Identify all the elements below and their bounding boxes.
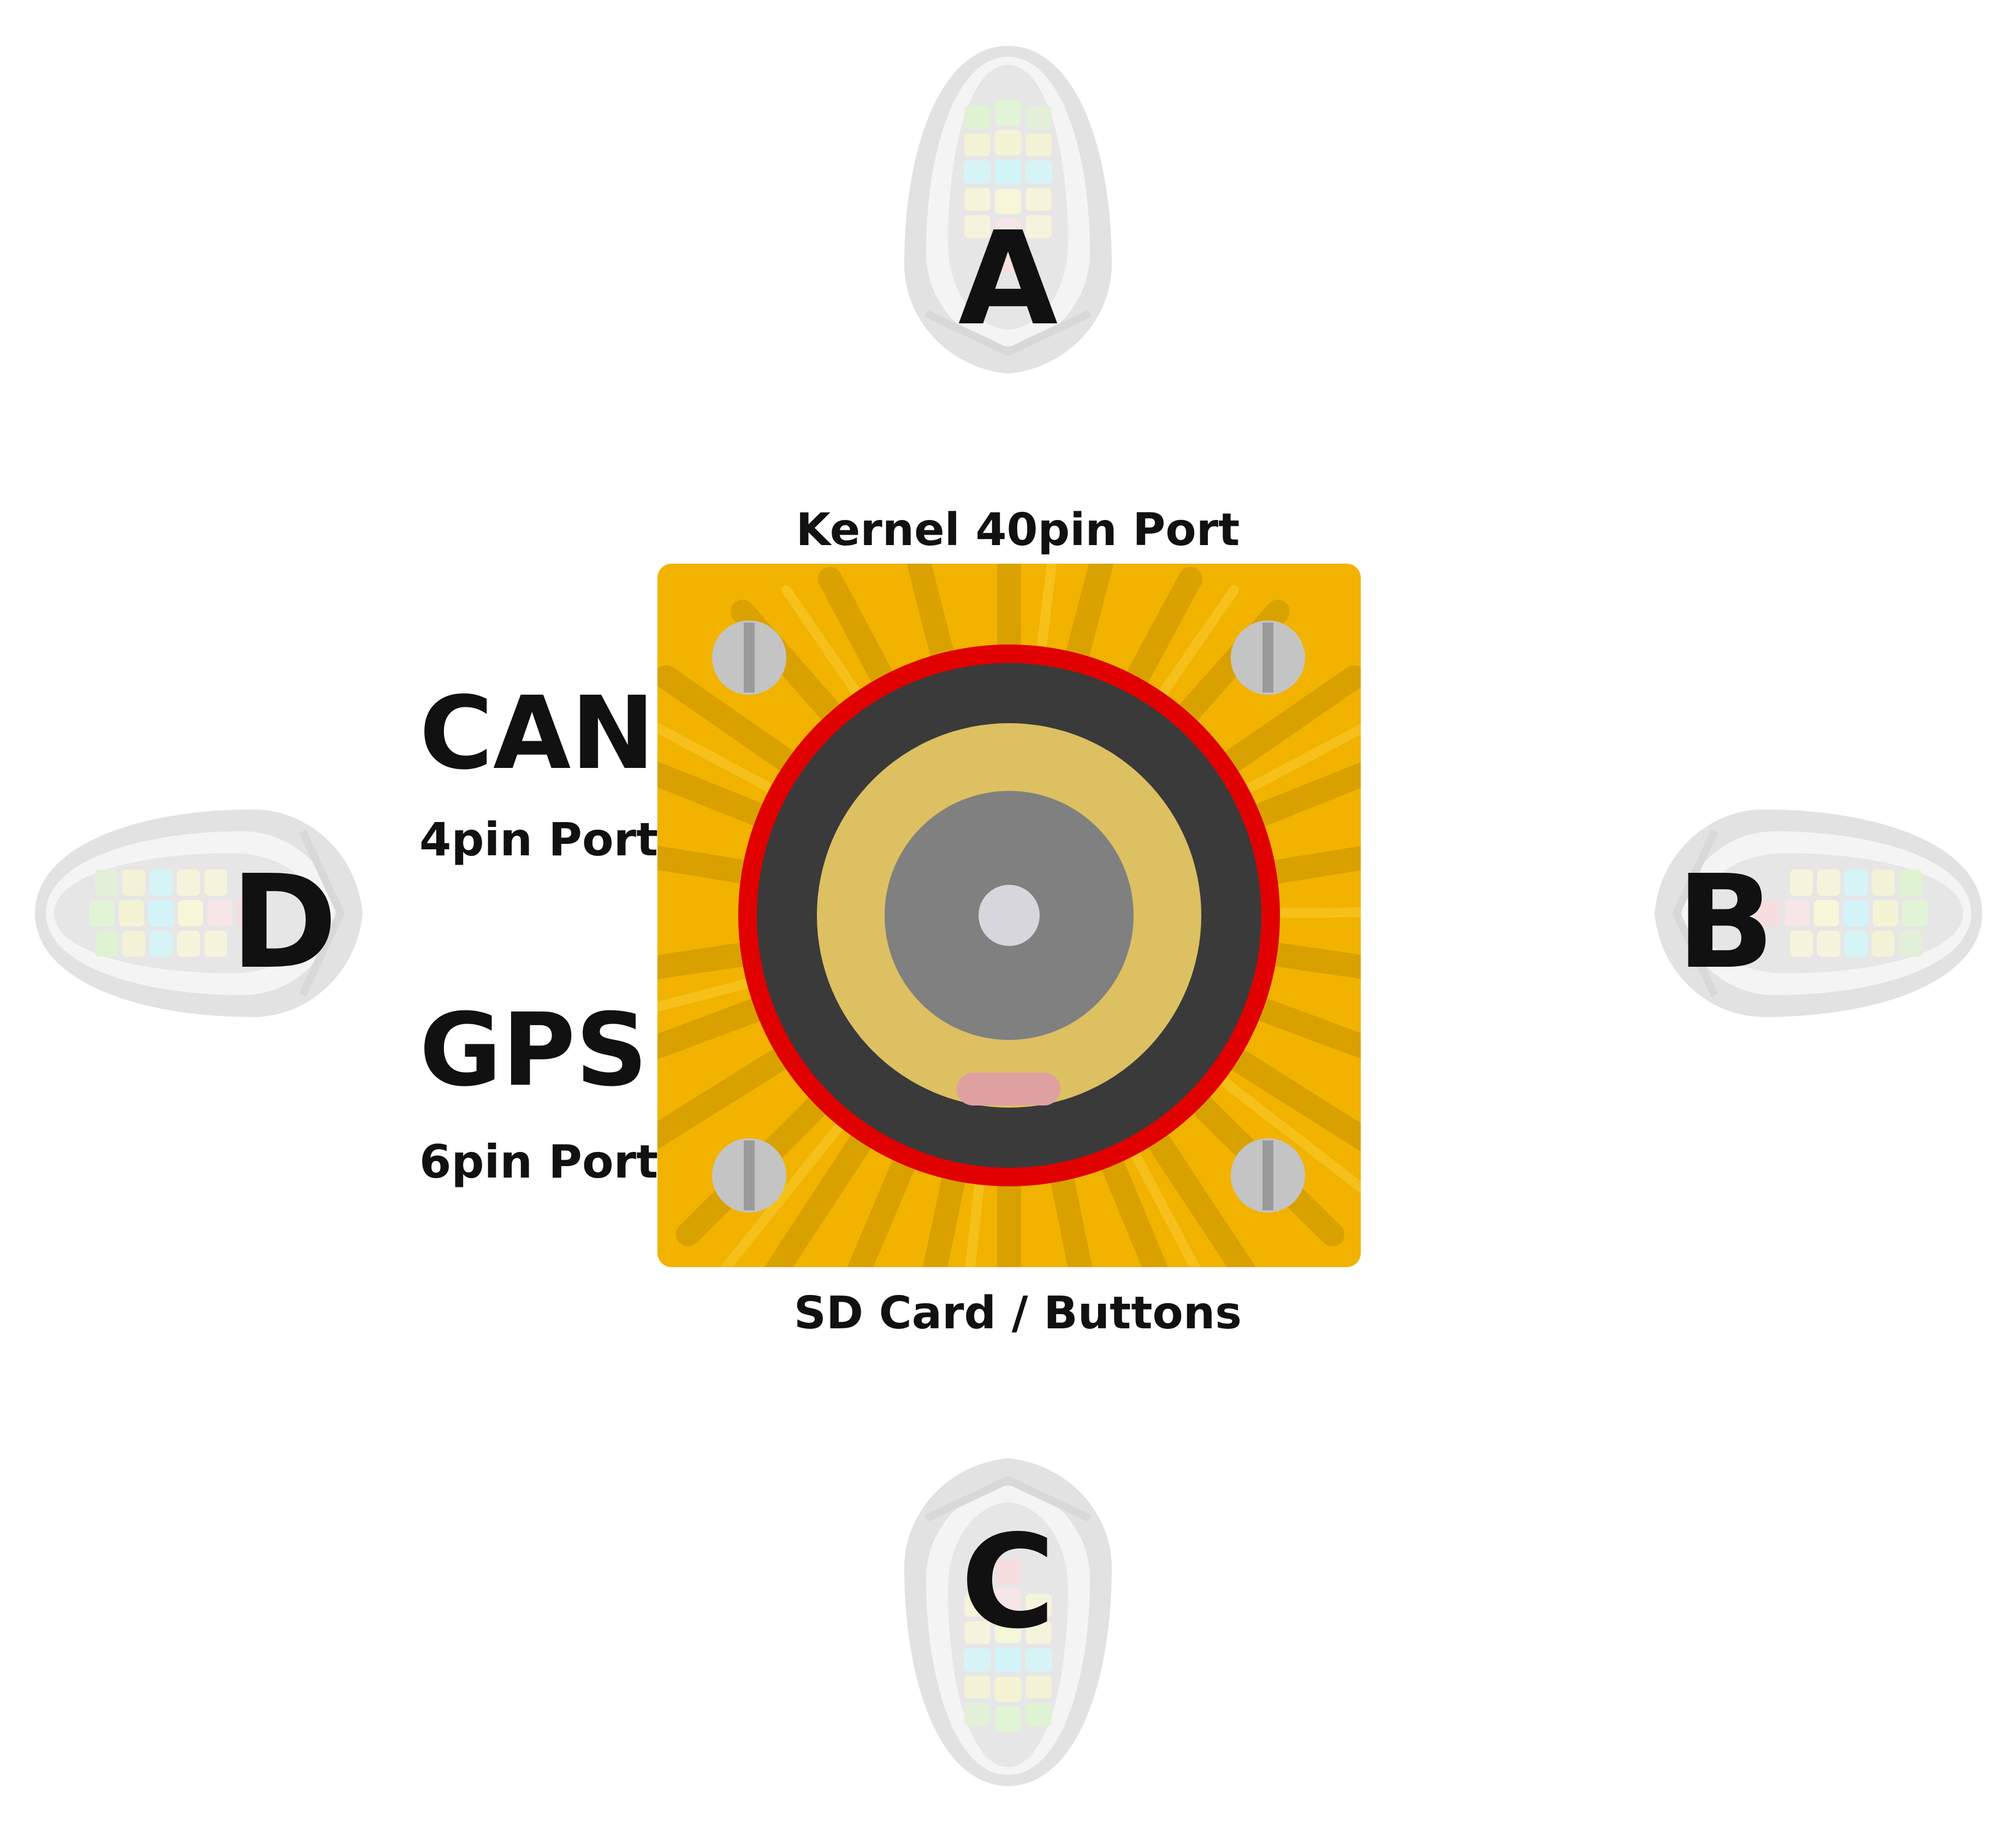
arm-c-label: C <box>960 1507 1055 1657</box>
arm-b-label: B <box>1676 847 1775 997</box>
gps-subtitle: 6pin Port <box>419 1135 658 1189</box>
can-subtitle: 4pin Port <box>419 813 658 866</box>
status-marker <box>957 1073 1060 1105</box>
gps-title: GPS <box>419 992 648 1109</box>
bottom-port-label: SD Card / Buttons <box>794 1287 1242 1339</box>
top-port-label: Kernel 40pin Port <box>796 504 1240 556</box>
arm-a-label: A <box>958 204 1058 354</box>
central-module <box>738 644 1280 1186</box>
can-title: CAN <box>419 675 655 792</box>
center-dot <box>979 885 1040 946</box>
arm-d-label: D <box>230 847 337 997</box>
